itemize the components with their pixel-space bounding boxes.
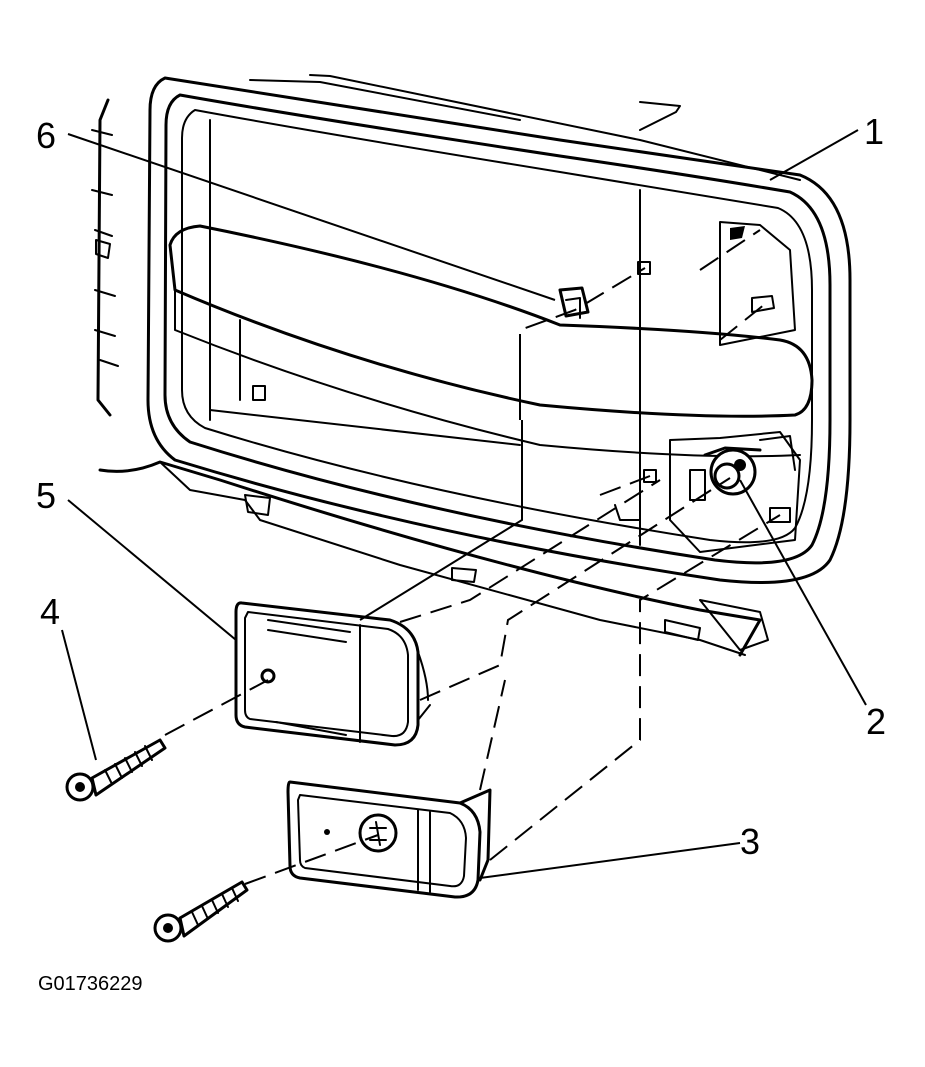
lower-valance xyxy=(98,460,769,657)
figure-id: G01736229 xyxy=(38,973,143,995)
lamp-housing xyxy=(614,221,801,553)
callout-leaders xyxy=(61,129,867,879)
callout-6: 6 xyxy=(36,115,57,156)
callout-3: 3 xyxy=(740,821,761,862)
callout-2: 2 xyxy=(866,701,887,742)
callout-1: 1 xyxy=(864,111,885,152)
callout-5: 5 xyxy=(36,475,57,516)
callout-4: 4 xyxy=(40,591,61,632)
retainer-clip xyxy=(558,261,657,483)
body-side-panel xyxy=(91,98,119,417)
side-marker-lamp xyxy=(234,601,431,747)
fascia-frame xyxy=(146,74,852,584)
parking-lamp xyxy=(286,780,492,899)
screw-lower xyxy=(153,880,249,943)
screw-upper xyxy=(65,738,167,802)
alignment-lines xyxy=(164,229,781,885)
